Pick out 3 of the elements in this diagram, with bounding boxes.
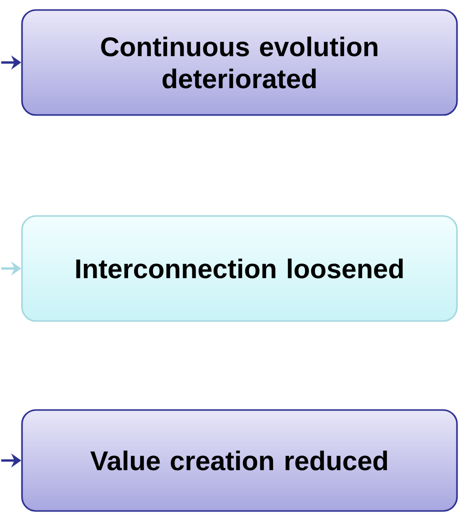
process-box: Continuous evolution deteriorated <box>21 9 458 116</box>
process-box: Interconnection loosened <box>21 215 458 322</box>
process-box: Value creation reduced <box>21 409 458 512</box>
